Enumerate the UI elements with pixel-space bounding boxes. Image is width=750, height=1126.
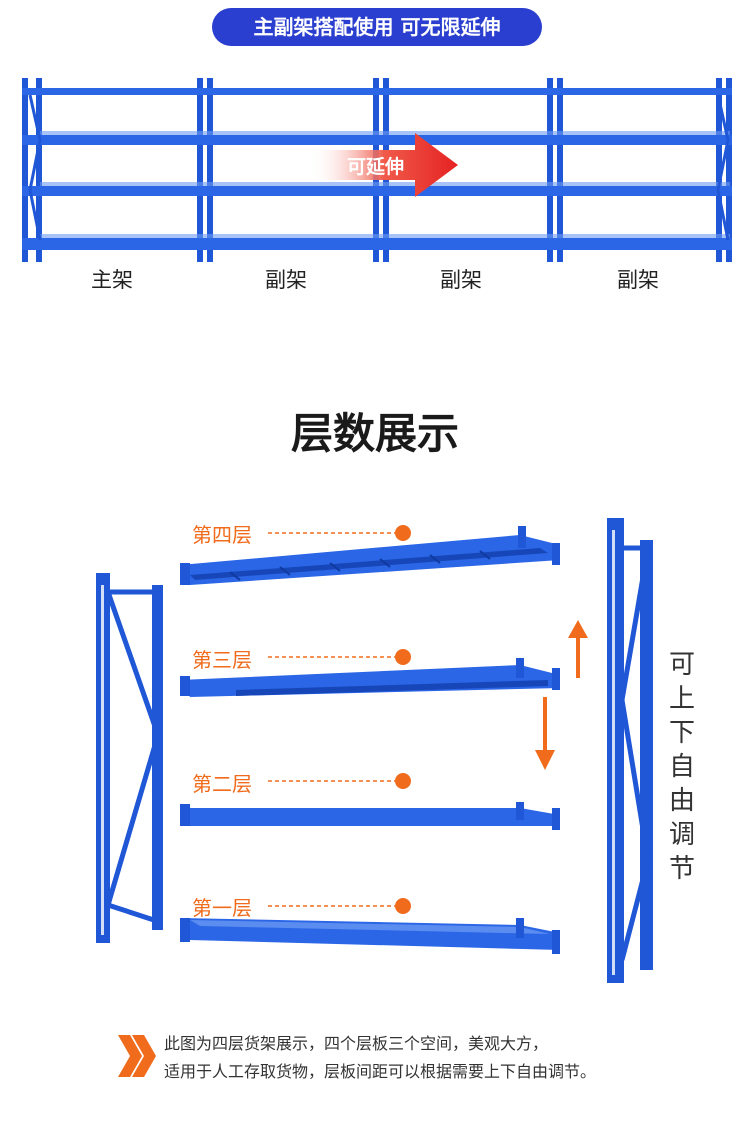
section-title: 层数展示 <box>290 409 459 458</box>
description-line-2: 适用于人工存取货物，层板间距可以根据需要上下自由调节。 <box>164 1062 597 1081</box>
extend-arrow-label: 可延伸 <box>347 156 405 178</box>
adjustable-note: 可 上 下 自 由 调 节 <box>668 650 695 884</box>
layer-label-4: 第四层 <box>192 523 252 547</box>
rack-label-main: 主架 <box>91 268 133 292</box>
layer-label-2: 第二层 <box>192 772 252 796</box>
rack-label-sub-2: 副架 <box>440 268 482 292</box>
description-line-1: 此图为四层货架展示，四个层板三个空间，美观大方， <box>164 1034 549 1053</box>
rack-label-sub-3: 副架 <box>617 268 659 292</box>
top-rack-illustration <box>22 78 732 262</box>
rack-label-sub-1: 副架 <box>265 268 307 292</box>
header-banner: 主副架搭配使用 可无限延伸 <box>212 8 542 46</box>
layer-label-3: 第三层 <box>192 648 252 672</box>
layer-label-1: 第一层 <box>192 896 252 920</box>
